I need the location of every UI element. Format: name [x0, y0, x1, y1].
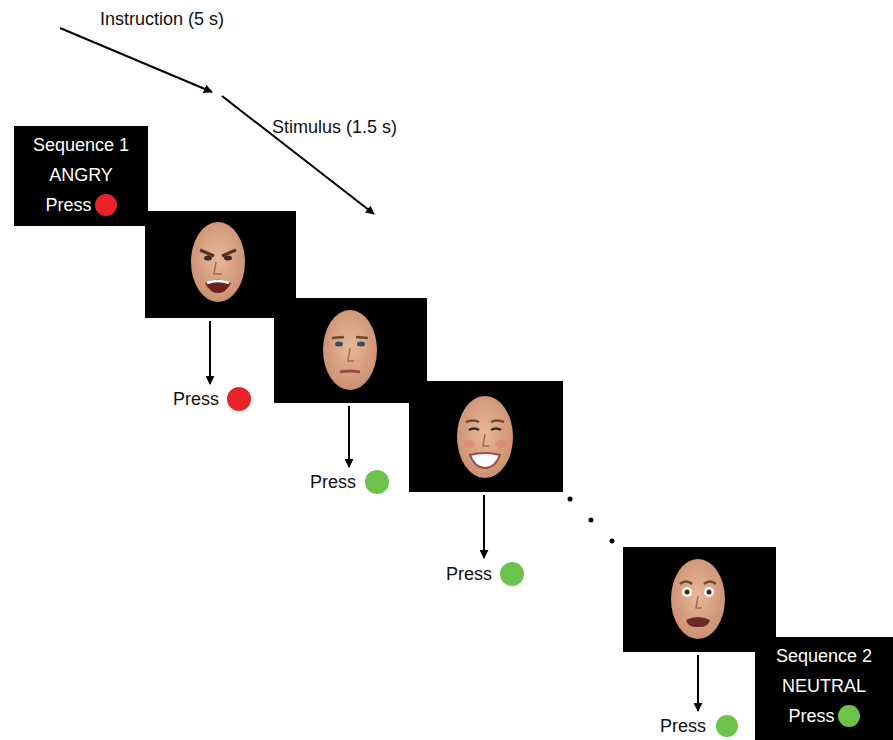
response-label: Press	[660, 715, 706, 737]
response-label: Press	[446, 563, 492, 585]
response-button	[95, 194, 117, 216]
green-button	[716, 715, 738, 737]
response-button	[838, 705, 860, 727]
face-panel	[274, 298, 427, 403]
face-panel	[145, 211, 296, 318]
press-row: Press	[788, 704, 859, 728]
instruction-screen: Sequence 2 NEUTRAL Press	[755, 637, 893, 740]
response-label: Press	[173, 388, 219, 410]
target-emotion: ANGRY	[49, 163, 113, 187]
sequence-heading: Sequence 2	[776, 644, 872, 668]
press-row: Press	[45, 193, 116, 217]
response-instruction: Press	[788, 704, 834, 728]
sequence-heading: Sequence 1	[33, 133, 129, 157]
phase-label: Instruction (5 s)	[100, 8, 224, 30]
response-arrow	[483, 495, 485, 558]
red-button	[227, 387, 251, 411]
green-button	[365, 470, 389, 494]
target-emotion: NEUTRAL	[782, 674, 866, 698]
response-arrow	[697, 655, 699, 711]
response-instruction: Press	[45, 193, 91, 217]
face-panel	[623, 547, 776, 652]
timeline-arrow	[60, 28, 212, 92]
continuation-dots	[568, 497, 615, 544]
response-label: Press	[310, 471, 356, 493]
instruction-screen: Sequence 1 ANGRY Press	[14, 126, 148, 226]
timeline-arrow	[222, 96, 374, 214]
response-arrow	[348, 406, 350, 467]
green-button	[500, 562, 524, 586]
response-arrow	[209, 321, 211, 384]
face-panel	[409, 381, 563, 492]
phase-label: Stimulus (1.5 s)	[272, 116, 397, 138]
